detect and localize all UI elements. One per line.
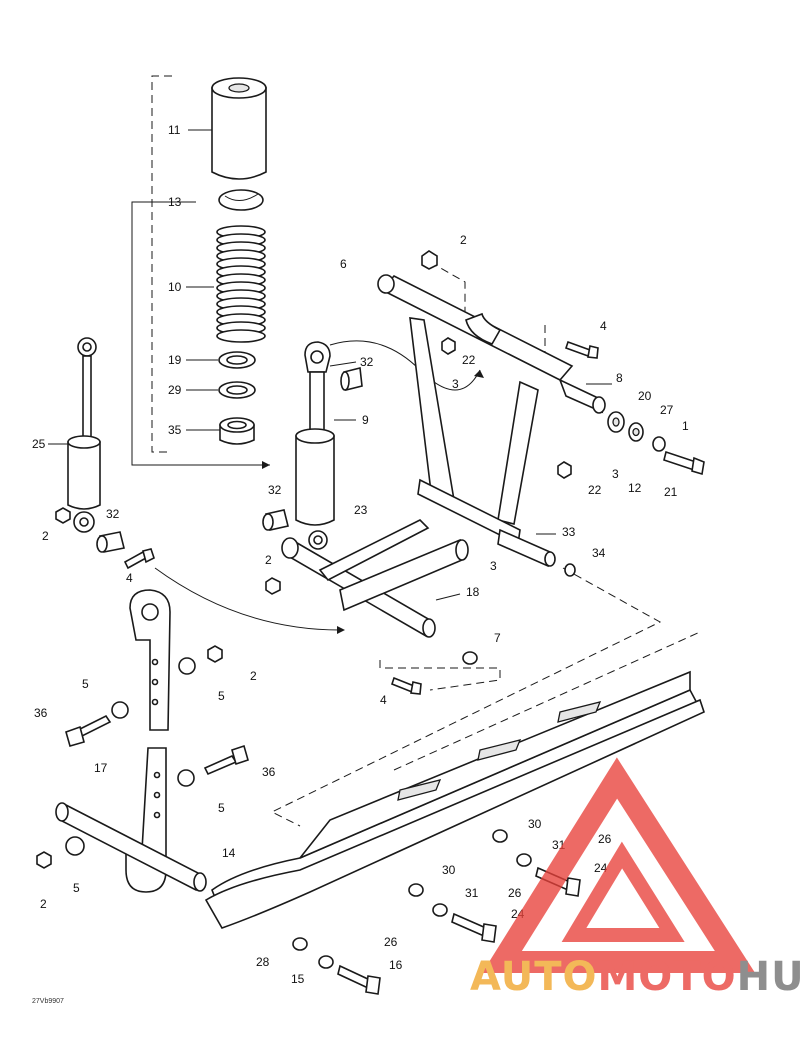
cross-shaft-18 <box>281 519 469 638</box>
washer-34 <box>564 563 576 577</box>
spacer-32-left <box>96 531 125 553</box>
callout-1: 1 <box>682 419 689 433</box>
spacer-32-lower <box>262 509 289 531</box>
callout-8: 8 <box>616 371 623 385</box>
callout-labels: 11 13 10 19 29 35 25 2 32 4 32 9 32 2 23… <box>32 123 689 986</box>
washer-7 <box>462 651 478 665</box>
callout-5: 5 <box>218 801 225 815</box>
callout-25: 25 <box>32 437 46 451</box>
watermark-word-moto: MOTO <box>598 954 737 1000</box>
nut-2-left <box>55 507 71 524</box>
slide-rail <box>204 670 705 929</box>
callout-15: 15 <box>291 972 305 986</box>
callout-4: 4 <box>126 571 133 585</box>
callout-3: 3 <box>490 559 497 573</box>
callout-26: 26 <box>508 886 522 900</box>
bolt-4-top <box>564 340 599 359</box>
callout-4: 4 <box>380 693 387 707</box>
shock-absorber-9 <box>295 341 335 550</box>
callout-28: 28 <box>256 955 270 969</box>
callout-3: 3 <box>612 467 619 481</box>
diagram-code: 27Vb9907 <box>32 998 64 1005</box>
callout-20: 20 <box>638 389 652 403</box>
callout-31: 31 <box>465 886 479 900</box>
watermark-word-auto: AUTO <box>470 954 598 1000</box>
arrow-curve-lower <box>154 567 341 631</box>
callout-30: 30 <box>442 863 456 877</box>
front-arm-6 <box>377 274 606 568</box>
callout-23: 23 <box>354 503 368 517</box>
washers-20-27 <box>607 411 666 452</box>
bolt-4-left <box>123 548 155 570</box>
callout-32: 32 <box>268 483 282 497</box>
spacer-32-upper <box>340 367 363 391</box>
callout-30: 30 <box>528 817 542 831</box>
callout-3: 3 <box>452 377 459 391</box>
watermark-logo <box>482 757 756 973</box>
callout-33: 33 <box>562 525 576 539</box>
callout-2: 2 <box>40 897 47 911</box>
callout-36: 36 <box>262 765 276 779</box>
callout-22: 22 <box>462 353 476 367</box>
nut-22-mid <box>557 461 572 479</box>
nuts-2-lower <box>36 645 223 869</box>
spring-cover-11 <box>211 77 267 180</box>
bolt-4-mid <box>391 676 422 695</box>
callout-5: 5 <box>73 881 80 895</box>
svg-text:AUTOMOTOHUB: AUTOMOTOHUB <box>470 954 800 1000</box>
callout-36: 36 <box>34 706 48 720</box>
callout-4: 4 <box>600 319 607 333</box>
callout-6: 6 <box>340 257 347 271</box>
callout-27: 27 <box>660 403 674 417</box>
callout-7: 7 <box>494 631 501 645</box>
callout-9: 9 <box>362 413 369 427</box>
callout-11: 11 <box>168 123 181 137</box>
axle-14 <box>55 802 207 892</box>
nut-2-mid <box>265 577 281 595</box>
side-link-17-upper <box>129 589 171 731</box>
spring-washer-19 <box>218 351 256 369</box>
washers-5 <box>65 657 196 856</box>
callout-26: 26 <box>384 935 398 949</box>
callout-17: 17 <box>94 761 108 775</box>
watermark-word-hub: HUB <box>737 954 800 1000</box>
callout-5: 5 <box>82 677 89 691</box>
spring-washer-29 <box>218 381 256 399</box>
nut-2-top <box>421 250 438 270</box>
adjuster-ring-35 <box>219 417 255 445</box>
callout-32: 32 <box>360 355 374 369</box>
spring-retainer-13 <box>218 189 264 211</box>
automotohub-watermark: AUTOMOTOHUB <box>470 757 800 1000</box>
bolt-21 <box>663 450 705 476</box>
assembly-brackets <box>131 75 701 827</box>
callout-5: 5 <box>218 689 225 703</box>
nut-22-top <box>441 337 456 355</box>
callout-2: 2 <box>250 669 257 683</box>
coil-spring-10 <box>216 225 266 343</box>
callout-19: 19 <box>168 353 182 367</box>
callout-2: 2 <box>42 529 49 543</box>
callout-2: 2 <box>265 553 272 567</box>
callout-12: 12 <box>628 481 642 495</box>
shock-absorber-25 <box>67 337 101 533</box>
spring-coil-turn <box>216 329 266 343</box>
callout-10: 10 <box>168 280 182 294</box>
callout-22: 22 <box>588 483 602 497</box>
callout-35: 35 <box>168 423 182 437</box>
callout-13: 13 <box>168 195 182 209</box>
callout-18: 18 <box>466 585 480 599</box>
callout-2: 2 <box>460 233 467 247</box>
leader-lines <box>48 129 612 601</box>
callout-29: 29 <box>168 383 182 397</box>
callout-34: 34 <box>592 546 606 560</box>
callout-26: 26 <box>598 832 612 846</box>
callout-21: 21 <box>664 485 678 499</box>
callout-14: 14 <box>222 846 236 860</box>
callout-16: 16 <box>389 958 403 972</box>
callout-32: 32 <box>106 507 120 521</box>
bolts-36 <box>65 714 249 776</box>
